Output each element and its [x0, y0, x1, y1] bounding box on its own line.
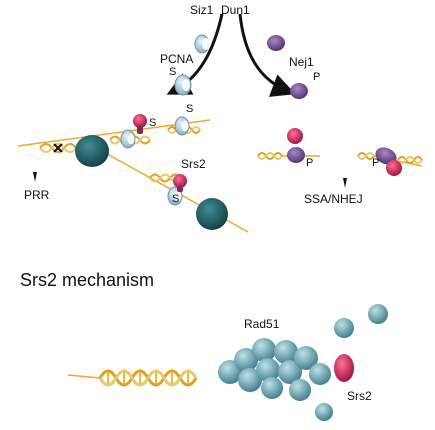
free-rad51-icon — [315, 304, 388, 421]
dna-helix-bottom-icon — [67, 369, 198, 387]
pcna-on-dna-icon — [120, 116, 190, 206]
ssa-nhej-label: SSA/NHEJ — [304, 192, 363, 206]
nej1-phospho-icon — [290, 83, 308, 99]
teal-complex-lower — [196, 198, 228, 230]
rad51-filament-icon — [218, 338, 331, 401]
srs2-icon — [133, 114, 187, 192]
prr-pointer — [33, 172, 37, 182]
nej1-p-label: P — [313, 71, 321, 83]
p-right-label: P — [372, 157, 380, 169]
s-mid-label: S — [172, 193, 180, 205]
dun1-label: Dun1 — [221, 3, 250, 17]
pcna-sumo-icon — [174, 74, 192, 96]
prr-label: PRR — [24, 188, 50, 202]
srs2-nej1-complex-icon — [287, 128, 402, 176]
srs2-label: Srs2 — [181, 157, 206, 171]
rad51-label: Rad51 — [244, 317, 280, 331]
srs2-bottom-icon — [334, 354, 354, 382]
section-heading: Srs2 mechanism — [20, 270, 155, 290]
nej1-label: Nej1 — [289, 55, 314, 69]
teal-complex-left — [75, 135, 109, 167]
srs2-bottom-label: Srs2 — [347, 389, 372, 403]
ssa-pointer — [343, 178, 347, 188]
s-right-label: S — [186, 103, 194, 115]
pcna-s-label: S — [169, 66, 177, 78]
pcna-label: PCNA — [160, 52, 194, 66]
dun1-arrow — [238, 13, 296, 97]
pcna-ring-icon — [194, 34, 210, 54]
siz1-label: Siz1 — [190, 3, 214, 17]
s-left-label: S — [149, 117, 157, 129]
p-center-label: P — [306, 157, 314, 169]
nej1-icon — [267, 35, 285, 51]
